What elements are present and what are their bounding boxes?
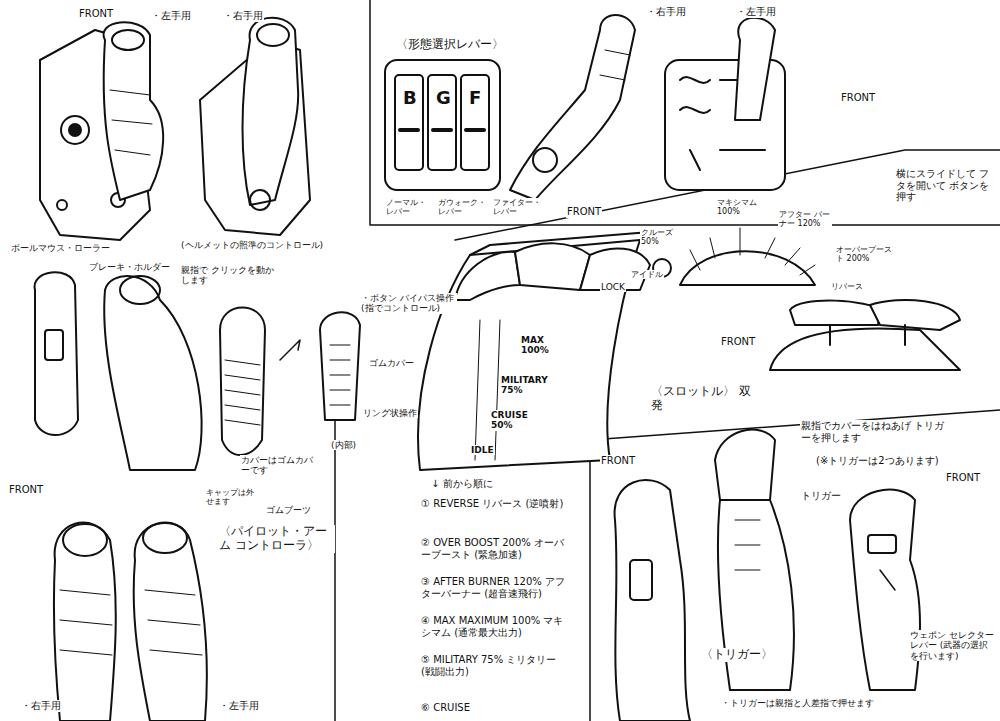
annotation-label: (内部) (330, 440, 357, 450)
mode-selector-panel-right (665, 18, 785, 190)
annotation-label: リバース (830, 282, 864, 291)
annotation-label: 〈スロットル〉 双発 (650, 385, 762, 413)
annotation-label: FRONT (8, 484, 44, 496)
annotation-label: FRONT (720, 336, 756, 348)
annotation-label: 〈トリガー〉 (700, 648, 774, 662)
annotation-label: MILITARY 75% (500, 375, 562, 396)
annotation-label: FRONT (600, 455, 636, 467)
annotation-label: ブレーキ・ホルダー (88, 262, 171, 272)
annotation-label: 親指でカバーをはねあげ トリガーを押します (800, 420, 952, 443)
annotation-label: ・右手用 (645, 6, 687, 18)
annotation-label: ・右手用 (222, 10, 264, 22)
annotation-label: オーバーブースト 200% (835, 245, 899, 263)
panel-border (370, 0, 1000, 225)
annotation-label: ガウォーク・レバー (437, 198, 487, 216)
annotation-label: ゴムカバー (368, 358, 415, 368)
annotation-label: ⑥ CRUISE (420, 702, 471, 714)
grip-views-bottom (54, 523, 207, 721)
annotation-label: ノーマル・レバー (385, 198, 429, 216)
annotation-label: ② OVER BOOST 200% オーバーブースト (緊急加速) (420, 537, 572, 560)
annotation-label: ウェポン セレクターレバー (武器の選択を行います) (909, 630, 996, 661)
annotation-label: F (468, 88, 482, 109)
annotation-label: アフター バーナー 120% (778, 210, 832, 228)
annotation-label: 〈パイロット・アーム コントローラ〉 (218, 525, 335, 553)
annotation-label: (ヘルメットの照準のコントロール) (180, 240, 324, 250)
annotation-label: FRONT (840, 92, 876, 104)
annotation-label: G (435, 88, 452, 109)
annotation-label: クルーズ 50% (640, 228, 684, 246)
annotation-label: トリガー (800, 490, 842, 502)
annotation-label: ・ボタン バイパス操作 (指でコントロール) (360, 293, 457, 314)
annotation-label: ファイター・レバー (492, 198, 542, 216)
annotation-label: LOCK (600, 282, 626, 292)
annotation-label: MAX 100% (520, 335, 572, 356)
annotation-label: リング状操作 (362, 408, 418, 418)
grip-views (35, 272, 360, 470)
annotation-label: ① REVERSE リバース (逆噴射) (420, 498, 564, 510)
annotation-label: カバーはゴムカバーです (240, 455, 322, 476)
annotation-label: キャップは外せます (205, 488, 262, 506)
annotation-label: ゴムブーツ (265, 505, 312, 515)
annotation-label: IDLE (470, 445, 495, 455)
annotation-label: ③ AFTER BURNER 120% アフターバーナー (超音速飛行) (420, 576, 572, 599)
annotation-label: ⑤ MILITARY 75% ミリタリー (戦闘出力) (420, 654, 572, 677)
throttle-side-view (770, 300, 960, 370)
annotation-label: FRONT (945, 472, 981, 484)
arm-controller-right (200, 18, 310, 235)
annotation-label: ・左手用 (735, 6, 777, 18)
annotation-label: ・トリガーは親指と人差指で押せます (720, 698, 875, 708)
annotation-label: ・右手用 (20, 700, 62, 712)
annotation-label: ④ MAX MAXIMUM 100% マキシマム (通常最大出力) (420, 615, 572, 638)
annotation-label: 横にスライドして フタを開いて ボタンを押す (895, 168, 992, 203)
annotation-label: ボールマウス・ローラー (10, 243, 111, 253)
mode-selector-panel (385, 15, 635, 200)
annotation-label: ・左手用 (218, 700, 260, 712)
annotation-label: FRONT (78, 8, 114, 20)
arm-controller-left (40, 22, 163, 240)
trigger-grips (615, 430, 920, 721)
annotation-label: 〈形態選択レバー〉 (395, 38, 505, 52)
annotation-label: マキシマム 100% (716, 198, 770, 216)
panel-border (334, 410, 336, 721)
annotation-label: 親指で クリックを動かします (180, 265, 282, 286)
annotation-label: アイドル (630, 270, 664, 279)
annotation-label: FRONT (566, 206, 602, 218)
annotation-label: (※トリガーは2つあります) (815, 455, 940, 467)
throttle-unit (418, 232, 671, 470)
throttle-arc-diagram (680, 228, 815, 285)
annotation-label: ・左手用 (150, 10, 192, 22)
annotation-label: ↓ 前から順に (430, 478, 494, 490)
annotation-label: B (402, 88, 418, 109)
annotation-label: CRUISE 50% (490, 410, 547, 431)
panel-border (589, 440, 591, 721)
